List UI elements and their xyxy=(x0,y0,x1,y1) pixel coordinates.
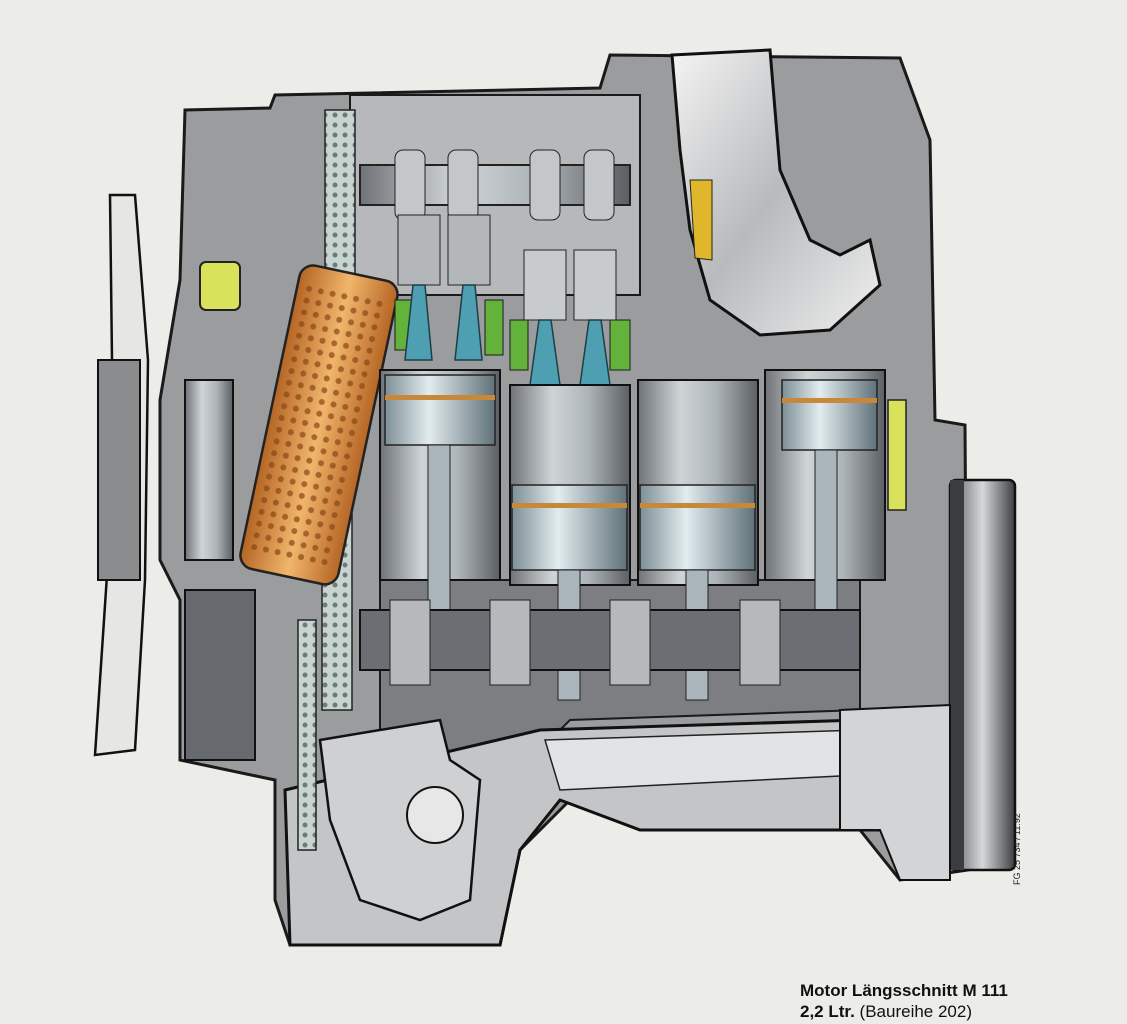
caption-displacement: 2,2 Ltr. xyxy=(800,1002,855,1021)
crankshaft xyxy=(359,599,861,686)
caption-series: (Baureihe 202) xyxy=(859,1002,973,1021)
engine-mount xyxy=(839,703,951,881)
fan-blade xyxy=(93,193,150,757)
piston-3 xyxy=(639,484,756,571)
oil-gallery xyxy=(887,399,907,511)
cylinder-2 xyxy=(509,384,631,701)
camshaft xyxy=(359,149,631,221)
caption: Motor Längsschnitt M 111 2,2 Ltr. (Baure… xyxy=(800,980,1008,1022)
caption-title: Motor Längsschnitt M 111 xyxy=(800,981,1008,1000)
intake-manifold xyxy=(670,48,882,337)
cylinder-4 xyxy=(764,369,886,671)
oil-pump xyxy=(318,718,482,922)
piston-2 xyxy=(511,484,628,571)
piston-4 xyxy=(781,379,878,451)
oil-window xyxy=(199,261,241,311)
flywheel xyxy=(948,478,1017,872)
piston-1 xyxy=(384,374,496,446)
cylinder-3 xyxy=(637,379,759,701)
valve-train xyxy=(397,214,617,386)
pulley xyxy=(184,379,256,761)
caption-subtitle: 2,2 Ltr. (Baureihe 202) xyxy=(800,1001,1008,1022)
oil-filter xyxy=(239,264,399,586)
timing-chain xyxy=(297,109,356,851)
drawing-code: FG 25 734 / 11.92 xyxy=(1012,813,1022,885)
